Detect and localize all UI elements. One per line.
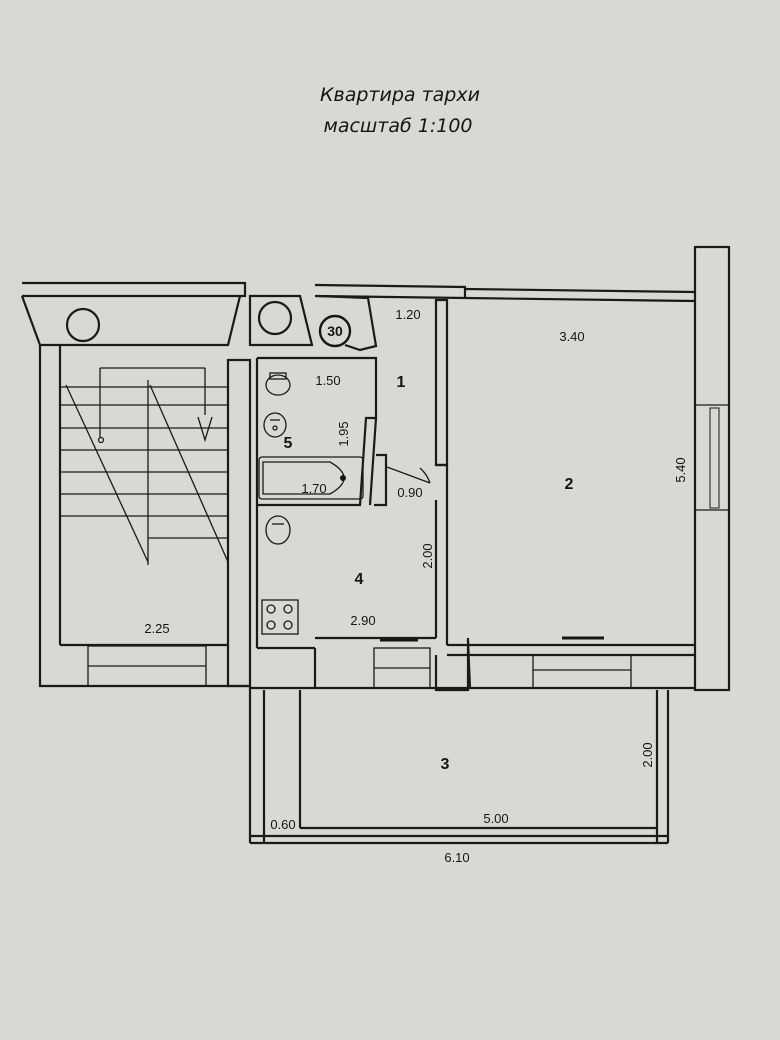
- dimension-kitchen-width: 2.90: [350, 613, 375, 628]
- dimension-kitchen-depth: 2.00: [420, 543, 435, 568]
- room-number-4: 4: [355, 571, 364, 588]
- plan-scale: масштаб 1:100: [323, 115, 472, 137]
- dimension-room2-width: 3.40: [559, 329, 584, 344]
- room-number-5: 5: [284, 435, 293, 452]
- dimension-stair-width: 2.25: [144, 621, 169, 636]
- ventilation-shaft-left: [65, 307, 101, 343]
- door-markers: [380, 636, 604, 642]
- dimension-balcony-inner-length: 5.00: [483, 811, 508, 826]
- dimension-balcony-side: 0.60: [270, 817, 295, 832]
- right-exterior-wall: [693, 245, 731, 692]
- windows-bottom: [87, 639, 695, 690]
- balcony: [248, 686, 670, 845]
- plan-title: Квартира тархи: [320, 84, 480, 106]
- dimension-balcony-total-length: 6.10: [444, 850, 469, 865]
- room-number-2: 2: [565, 476, 574, 493]
- dimension-hall-width: 1.20: [395, 307, 420, 322]
- dimension-corridor-width: 0.90: [397, 485, 422, 500]
- apartment-number-badge: 30: [318, 314, 352, 348]
- bathroom-fixtures: [258, 372, 364, 500]
- dimension-balcony-depth: 2.00: [640, 742, 655, 767]
- ventilation-shaft-right: [257, 300, 293, 336]
- dimension-tub-length: 1.70: [301, 481, 326, 496]
- top-facade-wall: [20, 281, 696, 352]
- room-number-1: 1: [397, 374, 406, 391]
- dimension-room2-length: 5.40: [673, 457, 688, 482]
- apartment-number: 30: [327, 323, 343, 339]
- room-number-3: 3: [441, 756, 450, 773]
- dimension-bath-width: 1.50: [315, 373, 340, 388]
- kitchen-fixtures: [261, 515, 299, 635]
- dimension-bath-depth: 1.95: [336, 421, 351, 446]
- staircase: [60, 367, 229, 565]
